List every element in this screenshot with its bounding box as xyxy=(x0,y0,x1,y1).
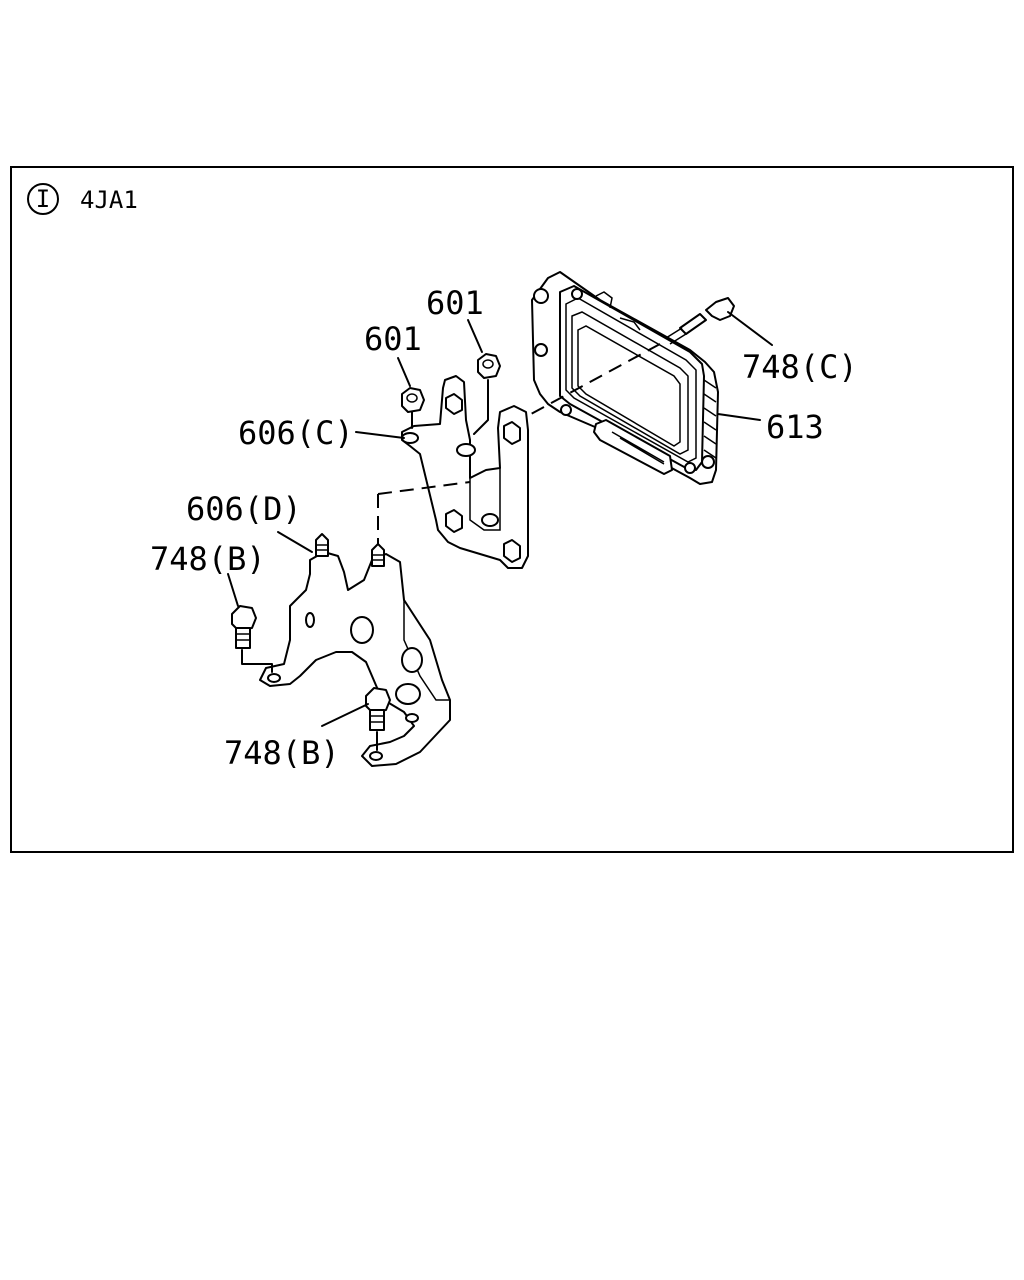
leader-601-left xyxy=(397,357,411,387)
leader-748b-upper xyxy=(227,573,239,607)
callout-601-left: 601 xyxy=(364,320,422,358)
callout-613: 613 xyxy=(766,408,824,446)
callout-748b-upper: 748(B) xyxy=(150,540,266,578)
control-module-drawing xyxy=(531,271,719,485)
engine-code: 4JA1 xyxy=(80,186,138,214)
leader-748b-lower xyxy=(321,703,369,727)
variant-symbol-letter: I xyxy=(36,185,50,213)
nut-601-upper-drawing xyxy=(477,353,501,379)
leader-601-upper xyxy=(467,319,483,353)
bolt-748b-lower-drawing xyxy=(365,687,391,731)
callout-748c: 748(C) xyxy=(742,348,858,386)
bolt-748c-drawing xyxy=(665,297,735,345)
callout-606d: 606(D) xyxy=(186,490,302,528)
callout-601-upper: 601 xyxy=(426,284,484,322)
callout-606c: 606(C) xyxy=(238,414,354,452)
bolt-748b-upper-drawing xyxy=(231,605,257,649)
leader-606c xyxy=(355,431,405,439)
callout-748b-lower: 748(B) xyxy=(224,734,340,772)
bracket-606c-drawing xyxy=(401,375,529,569)
leader-606d xyxy=(277,531,313,553)
bracket-606d-drawing xyxy=(259,533,451,767)
leader-748c xyxy=(727,311,773,346)
diagram-frame xyxy=(10,166,1014,853)
leader-613 xyxy=(717,413,761,421)
nut-601-left-drawing xyxy=(401,387,425,413)
variant-symbol: I xyxy=(27,183,59,215)
